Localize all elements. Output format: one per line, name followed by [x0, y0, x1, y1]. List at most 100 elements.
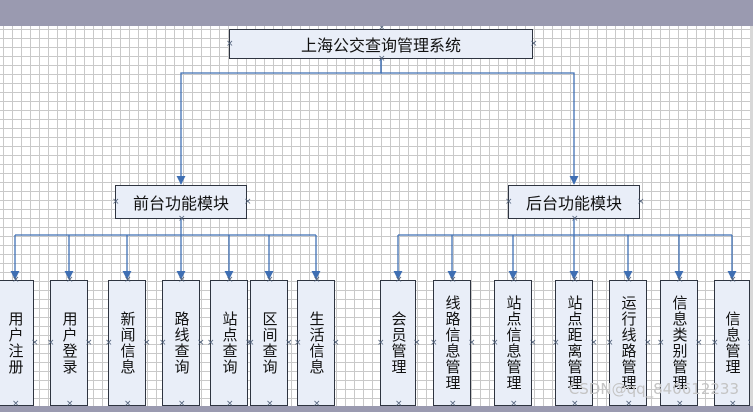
connection-handle[interactable]: ×: [449, 399, 457, 407]
connection-handle[interactable]: ×: [625, 275, 633, 285]
leaf-node-frontend-2[interactable]: 用户登录: [50, 280, 88, 406]
connection-handle[interactable]: ×: [395, 399, 403, 407]
connection-handle[interactable]: ×: [657, 338, 665, 348]
connector-line: [176, 59, 382, 185]
connection-handle[interactable]: ×: [625, 399, 633, 407]
leaf-label: 生活信息: [307, 311, 326, 375]
connection-handle[interactable]: ×: [395, 275, 403, 285]
connection-handle[interactable]: ×: [143, 338, 151, 348]
leaf-node-backend-5[interactable]: 运行线路管理: [609, 280, 647, 406]
connection-handle[interactable]: ×: [178, 214, 186, 224]
leaf-label: 线路信息管理: [443, 295, 462, 391]
connection-handle[interactable]: ×: [505, 197, 513, 207]
leaf-node-frontend-6[interactable]: 区间查询: [250, 280, 288, 406]
connection-handle[interactable]: ×: [711, 338, 719, 348]
connection-handle[interactable]: ×: [105, 338, 113, 348]
connection-handle[interactable]: ×: [285, 338, 293, 348]
leaf-node-frontend-4[interactable]: 路线查询: [162, 280, 200, 406]
leaf-label: 站点查询: [220, 311, 239, 375]
connection-handle[interactable]: ×: [245, 338, 253, 348]
connection-handle[interactable]: ×: [226, 399, 234, 407]
connection-handle[interactable]: ×: [66, 275, 74, 285]
connection-handle[interactable]: ×: [510, 399, 518, 407]
connection-handle[interactable]: ×: [197, 338, 205, 348]
connection-handle[interactable]: ×: [112, 197, 120, 207]
leaf-node-frontend-1[interactable]: 用户注册: [0, 280, 34, 406]
leaf-label: 用户登录: [60, 311, 79, 375]
leaf-node-backend-3[interactable]: 站点信息管理: [494, 280, 532, 406]
connection-handle[interactable]: ×: [377, 338, 385, 348]
leaf-label: 站点信息管理: [504, 295, 523, 391]
connection-handle[interactable]: ×: [47, 338, 55, 348]
leaf-node-frontend-3[interactable]: 新闻信息: [108, 280, 146, 406]
connection-handle[interactable]: ×: [676, 399, 684, 407]
leaf-node-backend-6[interactable]: 信息类别管理: [660, 280, 698, 406]
connection-handle[interactable]: ×: [294, 338, 302, 348]
editor-bottom-margin: [0, 406, 753, 412]
connection-handle[interactable]: ×: [676, 275, 684, 285]
connection-handle[interactable]: ×: [12, 399, 20, 407]
connection-handle[interactable]: ×: [378, 26, 386, 33]
connection-handle[interactable]: ×: [571, 214, 579, 224]
connection-handle[interactable]: ×: [124, 399, 132, 407]
leaf-label: 信息类别管理: [670, 295, 689, 391]
connection-handle[interactable]: ×: [244, 197, 252, 207]
leaf-label: 用户注册: [6, 311, 25, 375]
leaf-node-frontend-5[interactable]: 站点查询: [210, 280, 248, 406]
connection-handle[interactable]: ×: [378, 54, 386, 64]
connection-handle[interactable]: ×: [644, 338, 652, 348]
connection-handle[interactable]: ×: [332, 338, 340, 348]
connection-handle[interactable]: ×: [606, 338, 614, 348]
leaf-node-backend-4[interactable]: 站点距离管理: [555, 280, 593, 406]
canvas-right-edge: [750, 26, 753, 406]
leaf-node-backend-7[interactable]: 信息管理: [714, 280, 750, 406]
module-label-frontend: 前台功能模块: [132, 194, 229, 213]
leaf-node-backend-2[interactable]: 线路信息管理: [433, 280, 471, 406]
connection-handle[interactable]: ×: [491, 338, 499, 348]
connection-handle[interactable]: ×: [124, 275, 132, 285]
connection-handle[interactable]: ×: [729, 399, 737, 407]
connection-handle[interactable]: ×: [529, 338, 537, 348]
connection-handle[interactable]: ×: [468, 338, 476, 348]
connection-handle[interactable]: ×: [729, 275, 737, 285]
connection-handle[interactable]: ×: [530, 39, 538, 49]
connection-handle[interactable]: ×: [31, 338, 39, 348]
connection-handle[interactable]: ×: [552, 338, 560, 348]
leaf-label: 信息管理: [723, 311, 742, 375]
connection-handle[interactable]: ×: [571, 275, 579, 285]
connection-handle[interactable]: ×: [178, 399, 186, 407]
module-label-backend: 后台功能模块: [525, 194, 622, 213]
connection-handle[interactable]: ×: [313, 275, 321, 285]
connection-handle[interactable]: ×: [695, 338, 703, 348]
leaf-label: 会员管理: [389, 311, 408, 375]
connection-handle[interactable]: ×: [85, 338, 93, 348]
connection-handle[interactable]: ×: [12, 275, 20, 285]
connection-handle[interactable]: ×: [510, 275, 518, 285]
connection-handle[interactable]: ×: [449, 275, 457, 285]
connection-handle[interactable]: ×: [226, 275, 234, 285]
connection-handle[interactable]: ×: [66, 399, 74, 407]
connector-layer: [10, 59, 737, 280]
editor-top-margin: [0, 0, 753, 26]
root-node[interactable]: 上海公交查询管理系统: [229, 29, 533, 59]
connection-handle[interactable]: ×: [590, 338, 598, 348]
leaf-label: 运行线路管理: [619, 295, 638, 391]
connection-handle[interactable]: ×: [266, 275, 274, 285]
leaf-node-frontend-7[interactable]: 生活信息: [297, 280, 335, 406]
connection-handle[interactable]: ×: [159, 338, 167, 348]
connection-handle[interactable]: ×: [207, 338, 215, 348]
connection-handle[interactable]: ×: [313, 399, 321, 407]
leaf-node-backend-1[interactable]: 会员管理: [380, 280, 416, 406]
module-node-frontend[interactable]: 前台功能模块: [115, 185, 247, 219]
connection-handle[interactable]: ×: [226, 39, 234, 49]
connection-handle[interactable]: ×: [178, 275, 186, 285]
connection-handle[interactable]: ×: [637, 197, 645, 207]
connection-handle[interactable]: ×: [571, 399, 579, 407]
connection-handle[interactable]: ×: [266, 399, 274, 407]
connection-handle[interactable]: ×: [413, 338, 421, 348]
module-node-backend[interactable]: 后台功能模块: [508, 185, 640, 219]
leaf-label: 站点距离管理: [565, 295, 584, 391]
leaf-label: 新闻信息: [118, 311, 137, 375]
connection-handle[interactable]: ×: [430, 338, 438, 348]
connection-handle[interactable]: ×: [247, 338, 255, 348]
